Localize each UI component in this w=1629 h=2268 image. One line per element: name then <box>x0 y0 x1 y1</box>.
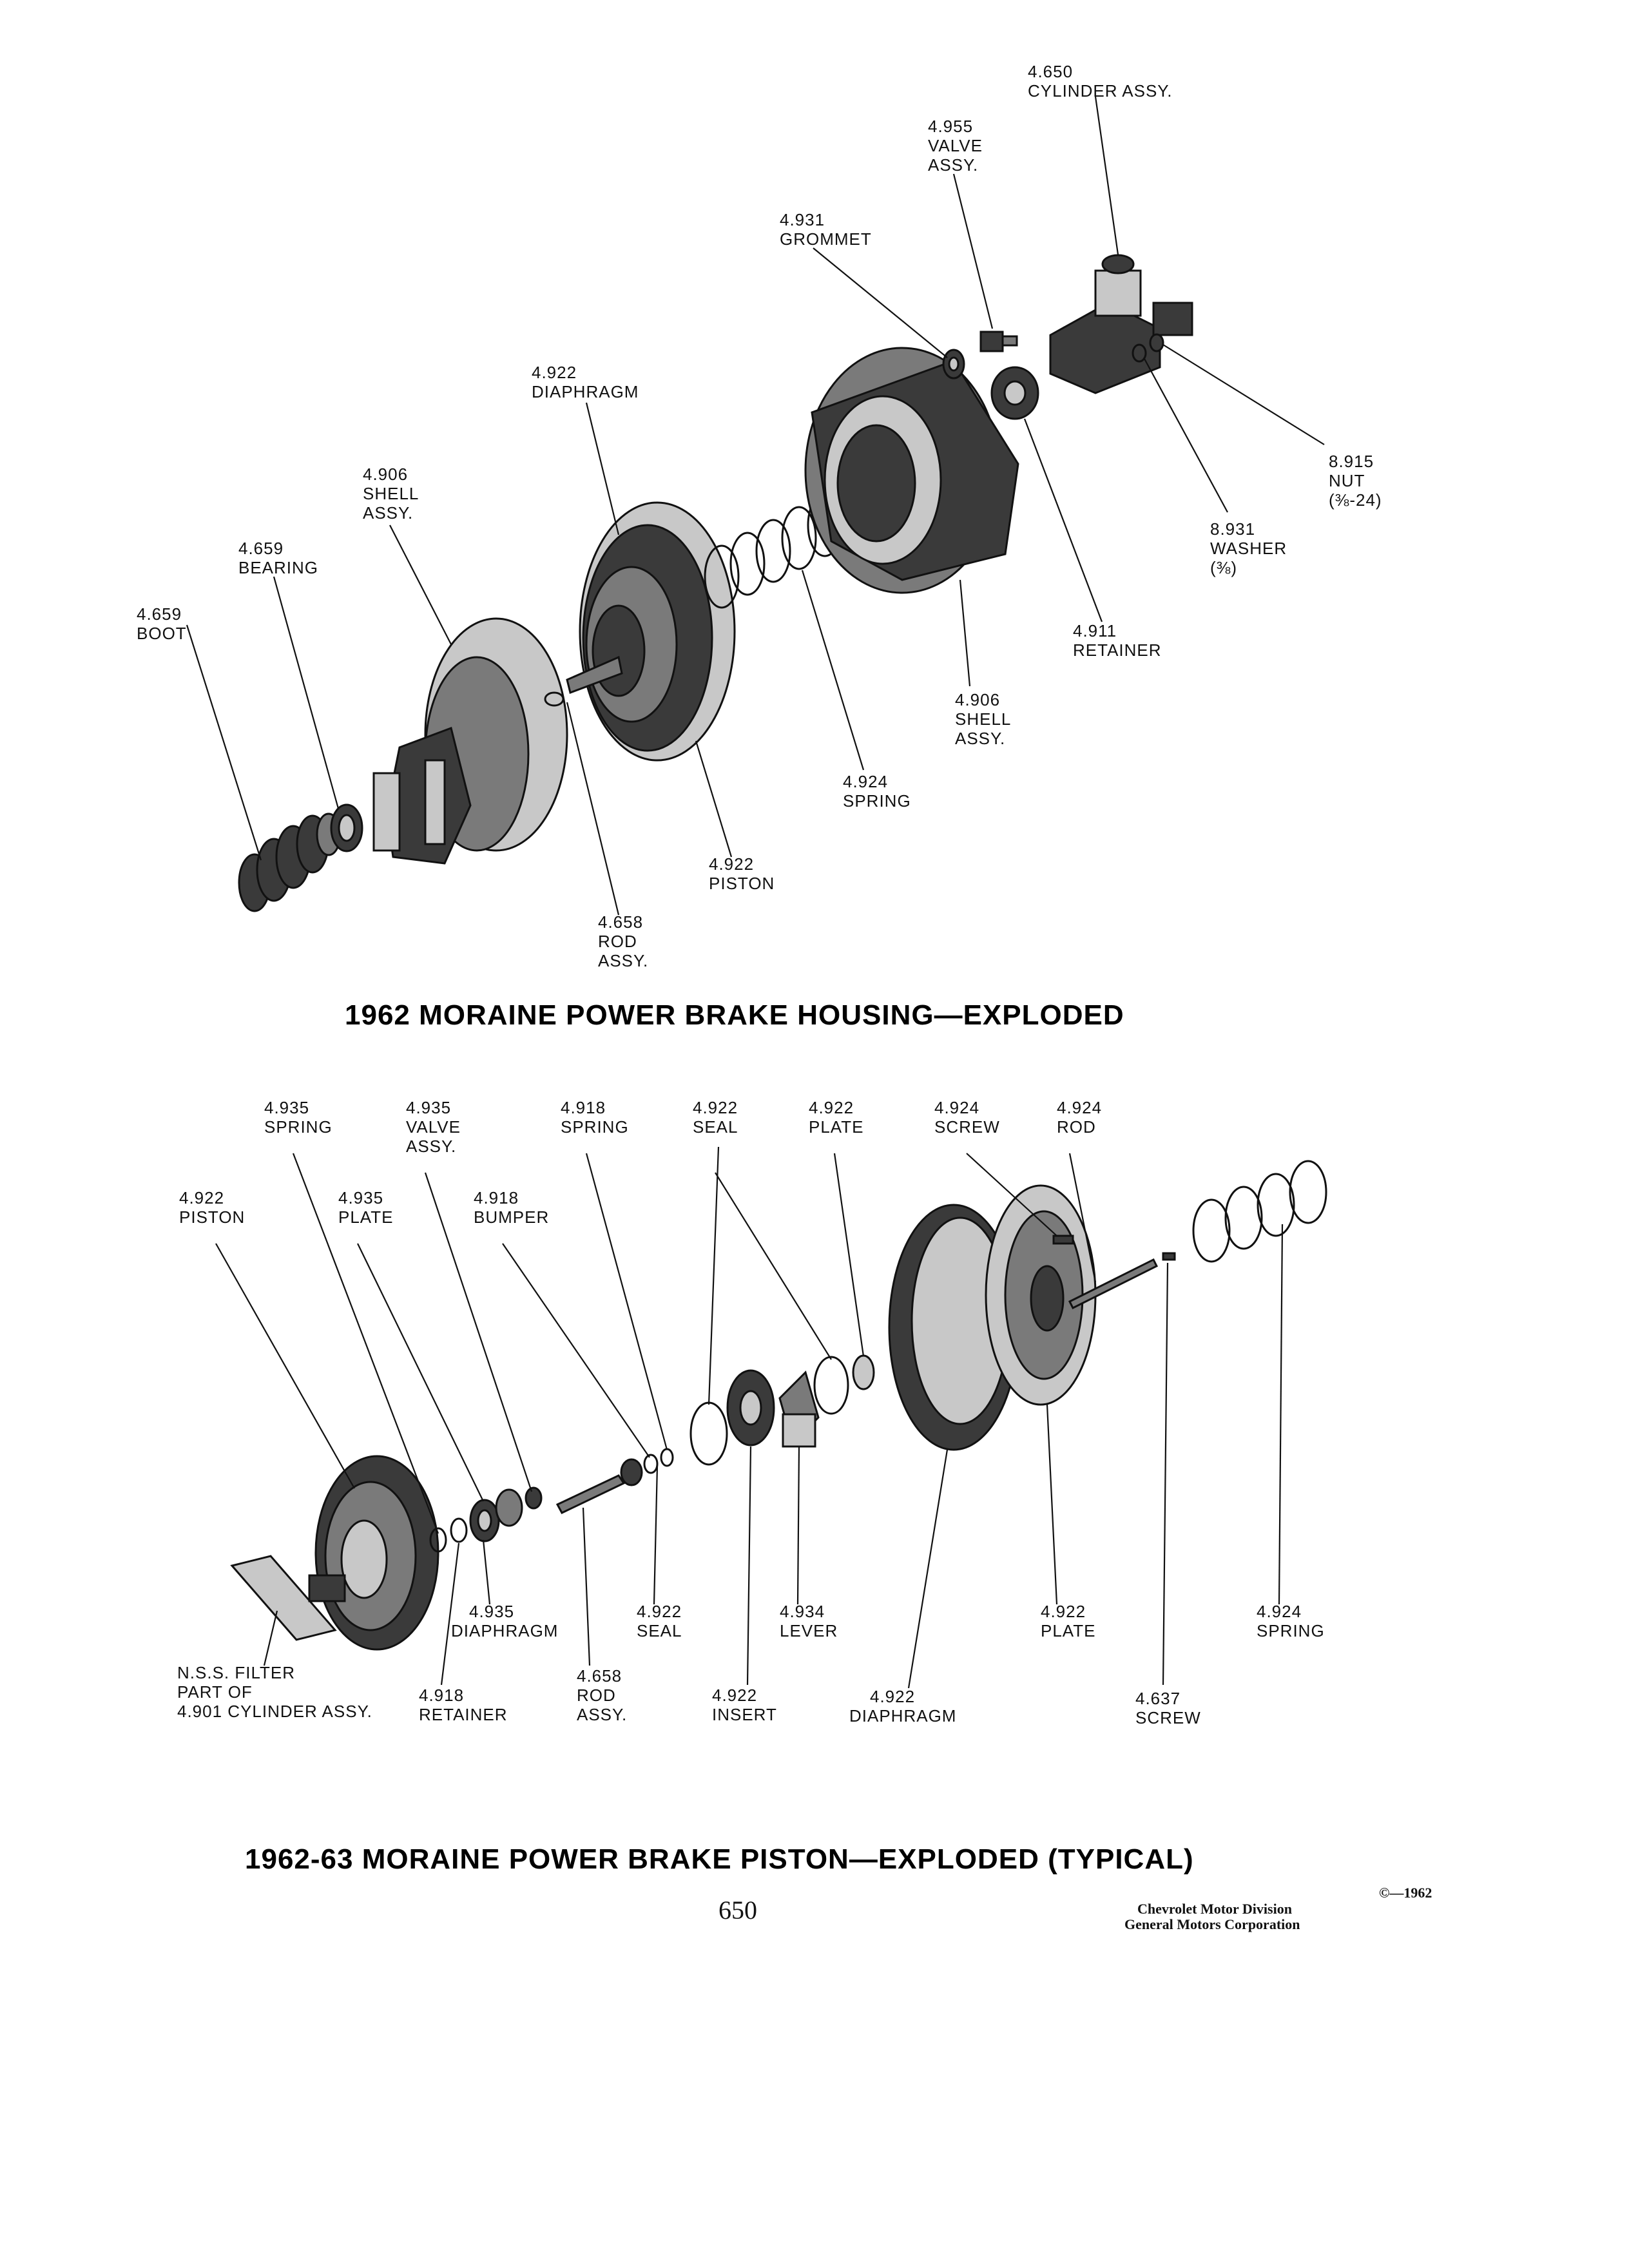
seal-ring-part <box>689 1401 728 1466</box>
piston-parts <box>230 1160 1327 1651</box>
piston-part <box>308 1455 439 1651</box>
valve-diaphragm-part <box>469 1499 500 1542</box>
valve-assy-part <box>525 1486 543 1510</box>
retainer-part <box>990 366 1039 420</box>
cylinder-assy-part <box>1049 254 1193 394</box>
bumper-part <box>643 1454 659 1474</box>
housing-leader-lines <box>186 96 1325 916</box>
housing-parts <box>238 254 1193 912</box>
filter-part <box>230 1555 337 1641</box>
general-motors-corporation: General Motors Corporation <box>1124 1916 1300 1932</box>
retainer-ring-part <box>450 1517 468 1543</box>
large-spring-part <box>1192 1160 1327 1263</box>
valve-return-spring-part <box>660 1448 674 1467</box>
housing-diagram-title: 1962 MORAINE POWER BRAKE HOUSING—EXPLODE… <box>345 999 1124 1031</box>
front-shell-part <box>804 347 1019 594</box>
grommet-part <box>942 349 965 380</box>
rod-assy-part <box>555 1458 643 1514</box>
screw-part <box>1052 1235 1074 1245</box>
boot-part <box>238 812 342 912</box>
rear-shell-part <box>372 617 568 865</box>
piston-diagram-title: 1962-63 MORAINE POWER BRAKE PISTON—EXPLO… <box>245 1843 1194 1875</box>
seal-ring-2-part <box>813 1356 849 1415</box>
valve-assy-part <box>979 331 1018 352</box>
piston-leader-lines <box>215 1146 1284 1689</box>
washer-nut-part <box>1132 333 1164 363</box>
lever-plate-part <box>782 1413 816 1448</box>
bearing-part <box>330 803 363 852</box>
diaphragm-piston-part <box>544 501 736 762</box>
small-plate-part <box>852 1354 875 1390</box>
valve-spring-part <box>429 1527 447 1553</box>
valve-plate-part <box>495 1488 523 1527</box>
large-diaphragm-part <box>888 1204 1019 1451</box>
chevrolet-division: Chevrolet Motor Division <box>1137 1901 1292 1917</box>
push-rod-part <box>1068 1258 1159 1310</box>
page-number: 650 <box>718 1896 757 1925</box>
copyright-mark: ©—1962 <box>1379 1885 1432 1901</box>
insert-part <box>726 1369 775 1446</box>
large-plate-part <box>985 1184 1097 1406</box>
rod-screw-part <box>1162 1252 1176 1261</box>
